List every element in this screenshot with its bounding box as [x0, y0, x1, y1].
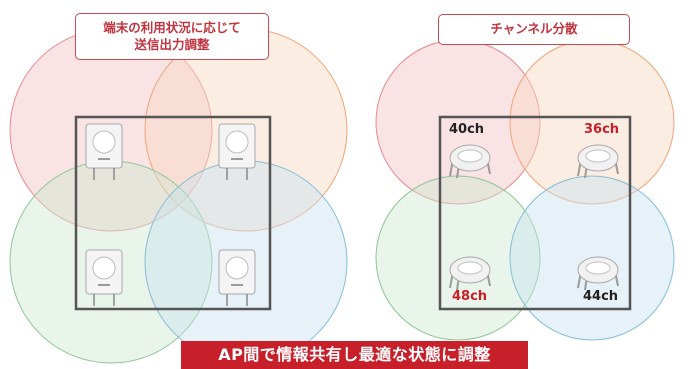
right-coverage-zones [375, 39, 675, 341]
right-access-points [449, 144, 619, 291]
right-title: チャンネル分散 [490, 21, 578, 36]
access-point-wall-icon [218, 249, 256, 306]
access-point-wall-icon [218, 123, 256, 180]
left-title-line1: 端末の利用状況に応じて [103, 20, 241, 35]
bottom-banner: AP間で情報共有し最適な状態に調整 [181, 341, 528, 369]
left-title-line2: 送信出力調整 [134, 37, 210, 52]
left-room-outline [74, 115, 272, 311]
left-coverage-zones [9, 28, 348, 364]
channel-label-bottom-left: 48ch [452, 289, 488, 304]
right-room-outline [438, 115, 632, 311]
access-point-wall-icon [85, 249, 123, 306]
channel-label-bottom-right: 44ch [583, 289, 619, 304]
left-access-points [85, 123, 256, 306]
access-point-ceiling-icon [577, 256, 619, 291]
access-point-wall-icon [85, 123, 123, 180]
access-point-ceiling-icon [577, 144, 619, 179]
left-panel-title: 端末の利用状況に応じて 送信出力調整 [75, 13, 269, 60]
channel-label-top-left: 40ch [449, 122, 485, 137]
channel-label-top-right: 36ch [584, 122, 620, 137]
access-point-ceiling-icon [449, 144, 491, 179]
right-panel-title: チャンネル分散 [438, 14, 630, 45]
access-point-ceiling-icon [449, 256, 491, 291]
